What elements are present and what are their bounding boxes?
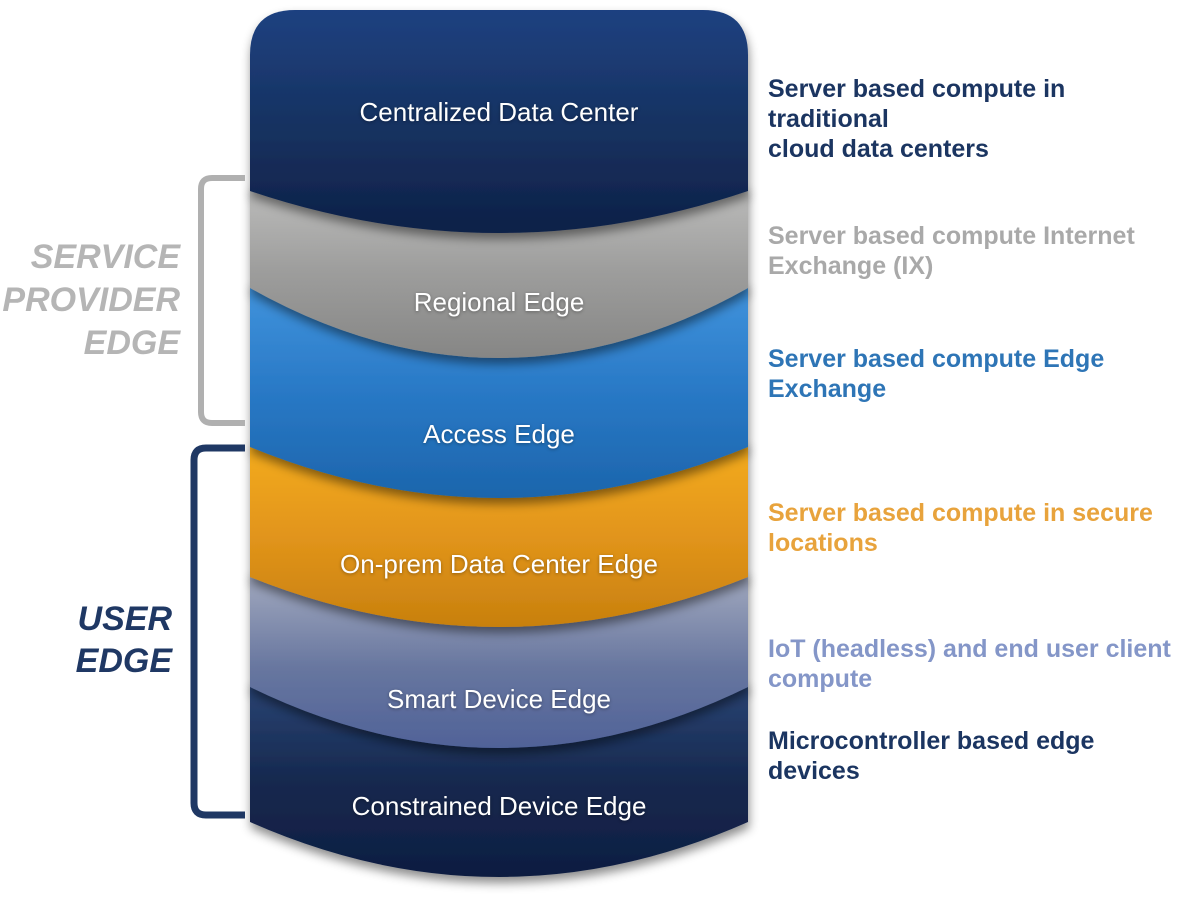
layer-on-prem-data-center-edge-shape: [250, 442, 748, 627]
user-edge-bracket: [190, 444, 245, 819]
note-line: Server based compute Edge: [768, 345, 1105, 373]
note-smart-device-edge: IoT (headless) and end user client compu…: [768, 634, 1188, 694]
group-label-line: EDGE: [75, 642, 172, 680]
note-line: Microcontroller based edge devices: [768, 727, 1095, 785]
layer-label-on-prem-data-center-edge: On-prem Data Center Edge: [340, 549, 658, 579]
note-line: compute: [768, 665, 873, 693]
layer-centralized-data-center-shape: [250, 10, 748, 233]
group-label-user-edge: USER EDGE: [0, 598, 172, 682]
note-line: locations: [768, 529, 878, 557]
layer-label-smart-device-edge: Smart Device Edge: [387, 684, 611, 714]
layer-label-constrained-device-edge: Constrained Device Edge: [351, 791, 647, 821]
note-line: IoT (headless) and end user client: [768, 635, 1171, 663]
note-access-edge: Server based compute Edge Exchange: [768, 344, 1188, 404]
group-label-line: EDGE: [83, 324, 180, 362]
note-centralized-data-center: Server based compute in traditional clou…: [768, 74, 1188, 164]
group-label-service-provider-edge: SERVICE PROVIDER EDGE: [0, 236, 180, 365]
group-label-line: PROVIDER: [2, 281, 180, 319]
note-line: cloud data centers: [768, 135, 989, 163]
group-label-line: USER: [77, 600, 172, 638]
note-regional-edge: Server based compute Internet Exchange (…: [768, 221, 1188, 281]
note-line: Server based compute in traditional: [768, 75, 1066, 133]
service-provider-edge-bracket: [198, 175, 245, 426]
note-line: Server based compute in secure: [768, 499, 1153, 527]
note-line: Exchange (IX): [768, 252, 934, 280]
note-on-prem-data-center-edge: Server based compute in secure locations: [768, 498, 1188, 558]
note-constrained-device-edge: Microcontroller based edge devices: [768, 726, 1188, 786]
layer-smart-device-edge-shape: [250, 572, 748, 748]
layer-label-regional-edge: Regional Edge: [413, 287, 585, 317]
layer-regional-edge-shape: [250, 186, 748, 358]
note-line: Server based compute Internet: [768, 222, 1135, 250]
note-line: Exchange: [768, 375, 887, 403]
layer-label-centralized-data-center: Centralized Data Center: [359, 97, 639, 127]
layer-label-access-edge: Access Edge: [423, 419, 575, 449]
group-label-line: SERVICE: [30, 238, 180, 276]
